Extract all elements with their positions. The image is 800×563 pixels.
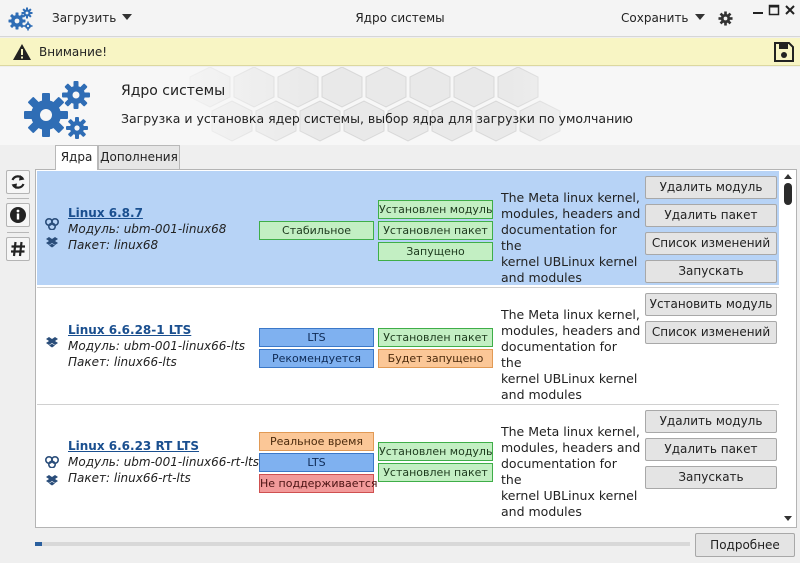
refresh-icon [11, 175, 25, 189]
tag-recommended: Рекомендуется [259, 349, 374, 368]
toolbar-divider [7, 198, 29, 199]
kernel-description: The Meta linux kernel, modules, headers … [501, 424, 641, 519]
tab-kernels[interactable]: Ядра [55, 145, 98, 170]
tag-running: Запущено [378, 242, 493, 261]
tag-stable: Стабильное [259, 221, 374, 240]
chevron-down-icon [122, 14, 133, 20]
remove-module-button[interactable]: Удалить модуль [645, 410, 777, 433]
details-button[interactable]: Подробнее [695, 533, 795, 557]
minimize-icon[interactable] [752, 4, 764, 16]
package-icon [46, 337, 58, 348]
load-menu[interactable]: Загрузить [52, 11, 133, 25]
kernel-package: Пакет: linux66-rt-lts [68, 471, 191, 485]
info-button[interactable] [6, 203, 30, 227]
package-icon [46, 237, 58, 248]
progress-bar [35, 542, 690, 546]
remove-package-button[interactable]: Удалить пакет [645, 438, 777, 461]
warning-bar: Внимание! [0, 38, 800, 66]
toolbar-divider [7, 232, 29, 233]
install-module-button[interactable]: Установить модуль [645, 293, 777, 316]
module-icon [44, 455, 60, 469]
gears-icon [8, 7, 33, 31]
kernel-list: Linux 6.8.7 Модуль: ubm-001-linux68 Паке… [35, 169, 797, 528]
tag-module-installed: Установлен модуль [378, 200, 493, 219]
save-menu[interactable]: Сохранить [621, 11, 705, 25]
gears-icon [24, 81, 90, 139]
info-icon [10, 207, 26, 223]
maximize-icon[interactable] [768, 4, 780, 16]
package-icon [46, 475, 58, 486]
title-bar: Загрузить Ядро системы Сохранить [0, 0, 800, 37]
hash-icon [11, 241, 25, 257]
kernel-name-link[interactable]: Linux 6.8.7 [68, 206, 143, 220]
page-header: Ядро системы Загрузка и установка ядер с… [0, 67, 800, 145]
tag-package-installed: Установлен пакет [378, 221, 493, 240]
tab-addons[interactable]: Дополнения [98, 145, 180, 169]
kernel-package: Пакет: linux68 [68, 238, 159, 252]
close-icon[interactable] [784, 4, 796, 16]
kernel-module: Модуль: ubm-001-linux66-rt-lts [68, 455, 260, 469]
kernel-row[interactable]: Linux 6.8.7 Модуль: ubm-001-linux68 Паке… [37, 171, 779, 285]
tag-package-installed: Установлен пакет [378, 328, 493, 347]
remove-package-button[interactable]: Удалить пакет [645, 204, 777, 227]
kernel-description: The Meta linux kernel, modules, headers … [501, 307, 641, 402]
hexagon-background [150, 67, 630, 145]
progress-fill [35, 542, 42, 546]
tag-will-run: Будет запущено [378, 349, 493, 368]
kernel-name-link[interactable]: Linux 6.6.28-1 LTS [68, 323, 192, 337]
changelog-button[interactable]: Список изменений [645, 232, 777, 255]
tag-lts: LTS [259, 328, 374, 347]
kernel-description: The Meta linux kernel, modules, headers … [501, 190, 641, 285]
tag-realtime: Реальное время [259, 432, 374, 451]
page-title: Ядро системы [121, 83, 226, 99]
tag-lts: LTS [259, 453, 374, 472]
tag-unsupported: Не поддерживается [259, 474, 378, 493]
warning-text: Внимание! [39, 45, 108, 59]
kernel-package: Пакет: linux66-lts [68, 355, 177, 369]
changelog-button[interactable]: Список изменений [645, 321, 777, 344]
chevron-up-icon[interactable] [784, 174, 792, 179]
module-icon [44, 217, 60, 231]
chevron-down-icon[interactable] [784, 516, 792, 521]
scrollbar[interactable] [780, 171, 796, 526]
run-button[interactable]: Запускать [645, 260, 777, 283]
hash-button[interactable] [6, 237, 30, 261]
gear-icon[interactable] [718, 11, 733, 26]
kernel-name-link[interactable]: Linux 6.6.23 RT LTS [68, 439, 200, 453]
kernel-row[interactable]: Linux 6.6.23 RT LTS Модуль: ubm-001-linu… [37, 404, 779, 522]
floppy-save-icon[interactable] [773, 41, 795, 63]
page-subtitle: Загрузка и установка ядер системы, выбор… [121, 111, 633, 126]
scrollbar-thumb[interactable] [784, 183, 792, 205]
run-button[interactable]: Запускать [645, 466, 777, 489]
chevron-down-icon [694, 14, 705, 20]
warning-triangle-icon [13, 44, 31, 60]
tag-module-installed: Установлен модуль [378, 442, 493, 461]
refresh-button[interactable] [6, 170, 30, 194]
tag-package-installed: Установлен пакет [378, 463, 493, 482]
kernel-module: Модуль: ubm-001-linux66-lts [68, 339, 246, 353]
kernel-row[interactable]: Linux 6.6.28-1 LTS Модуль: ubm-001-linux… [37, 287, 779, 403]
kernel-module: Модуль: ubm-001-linux68 [68, 222, 227, 236]
remove-module-button[interactable]: Удалить модуль [645, 176, 777, 199]
